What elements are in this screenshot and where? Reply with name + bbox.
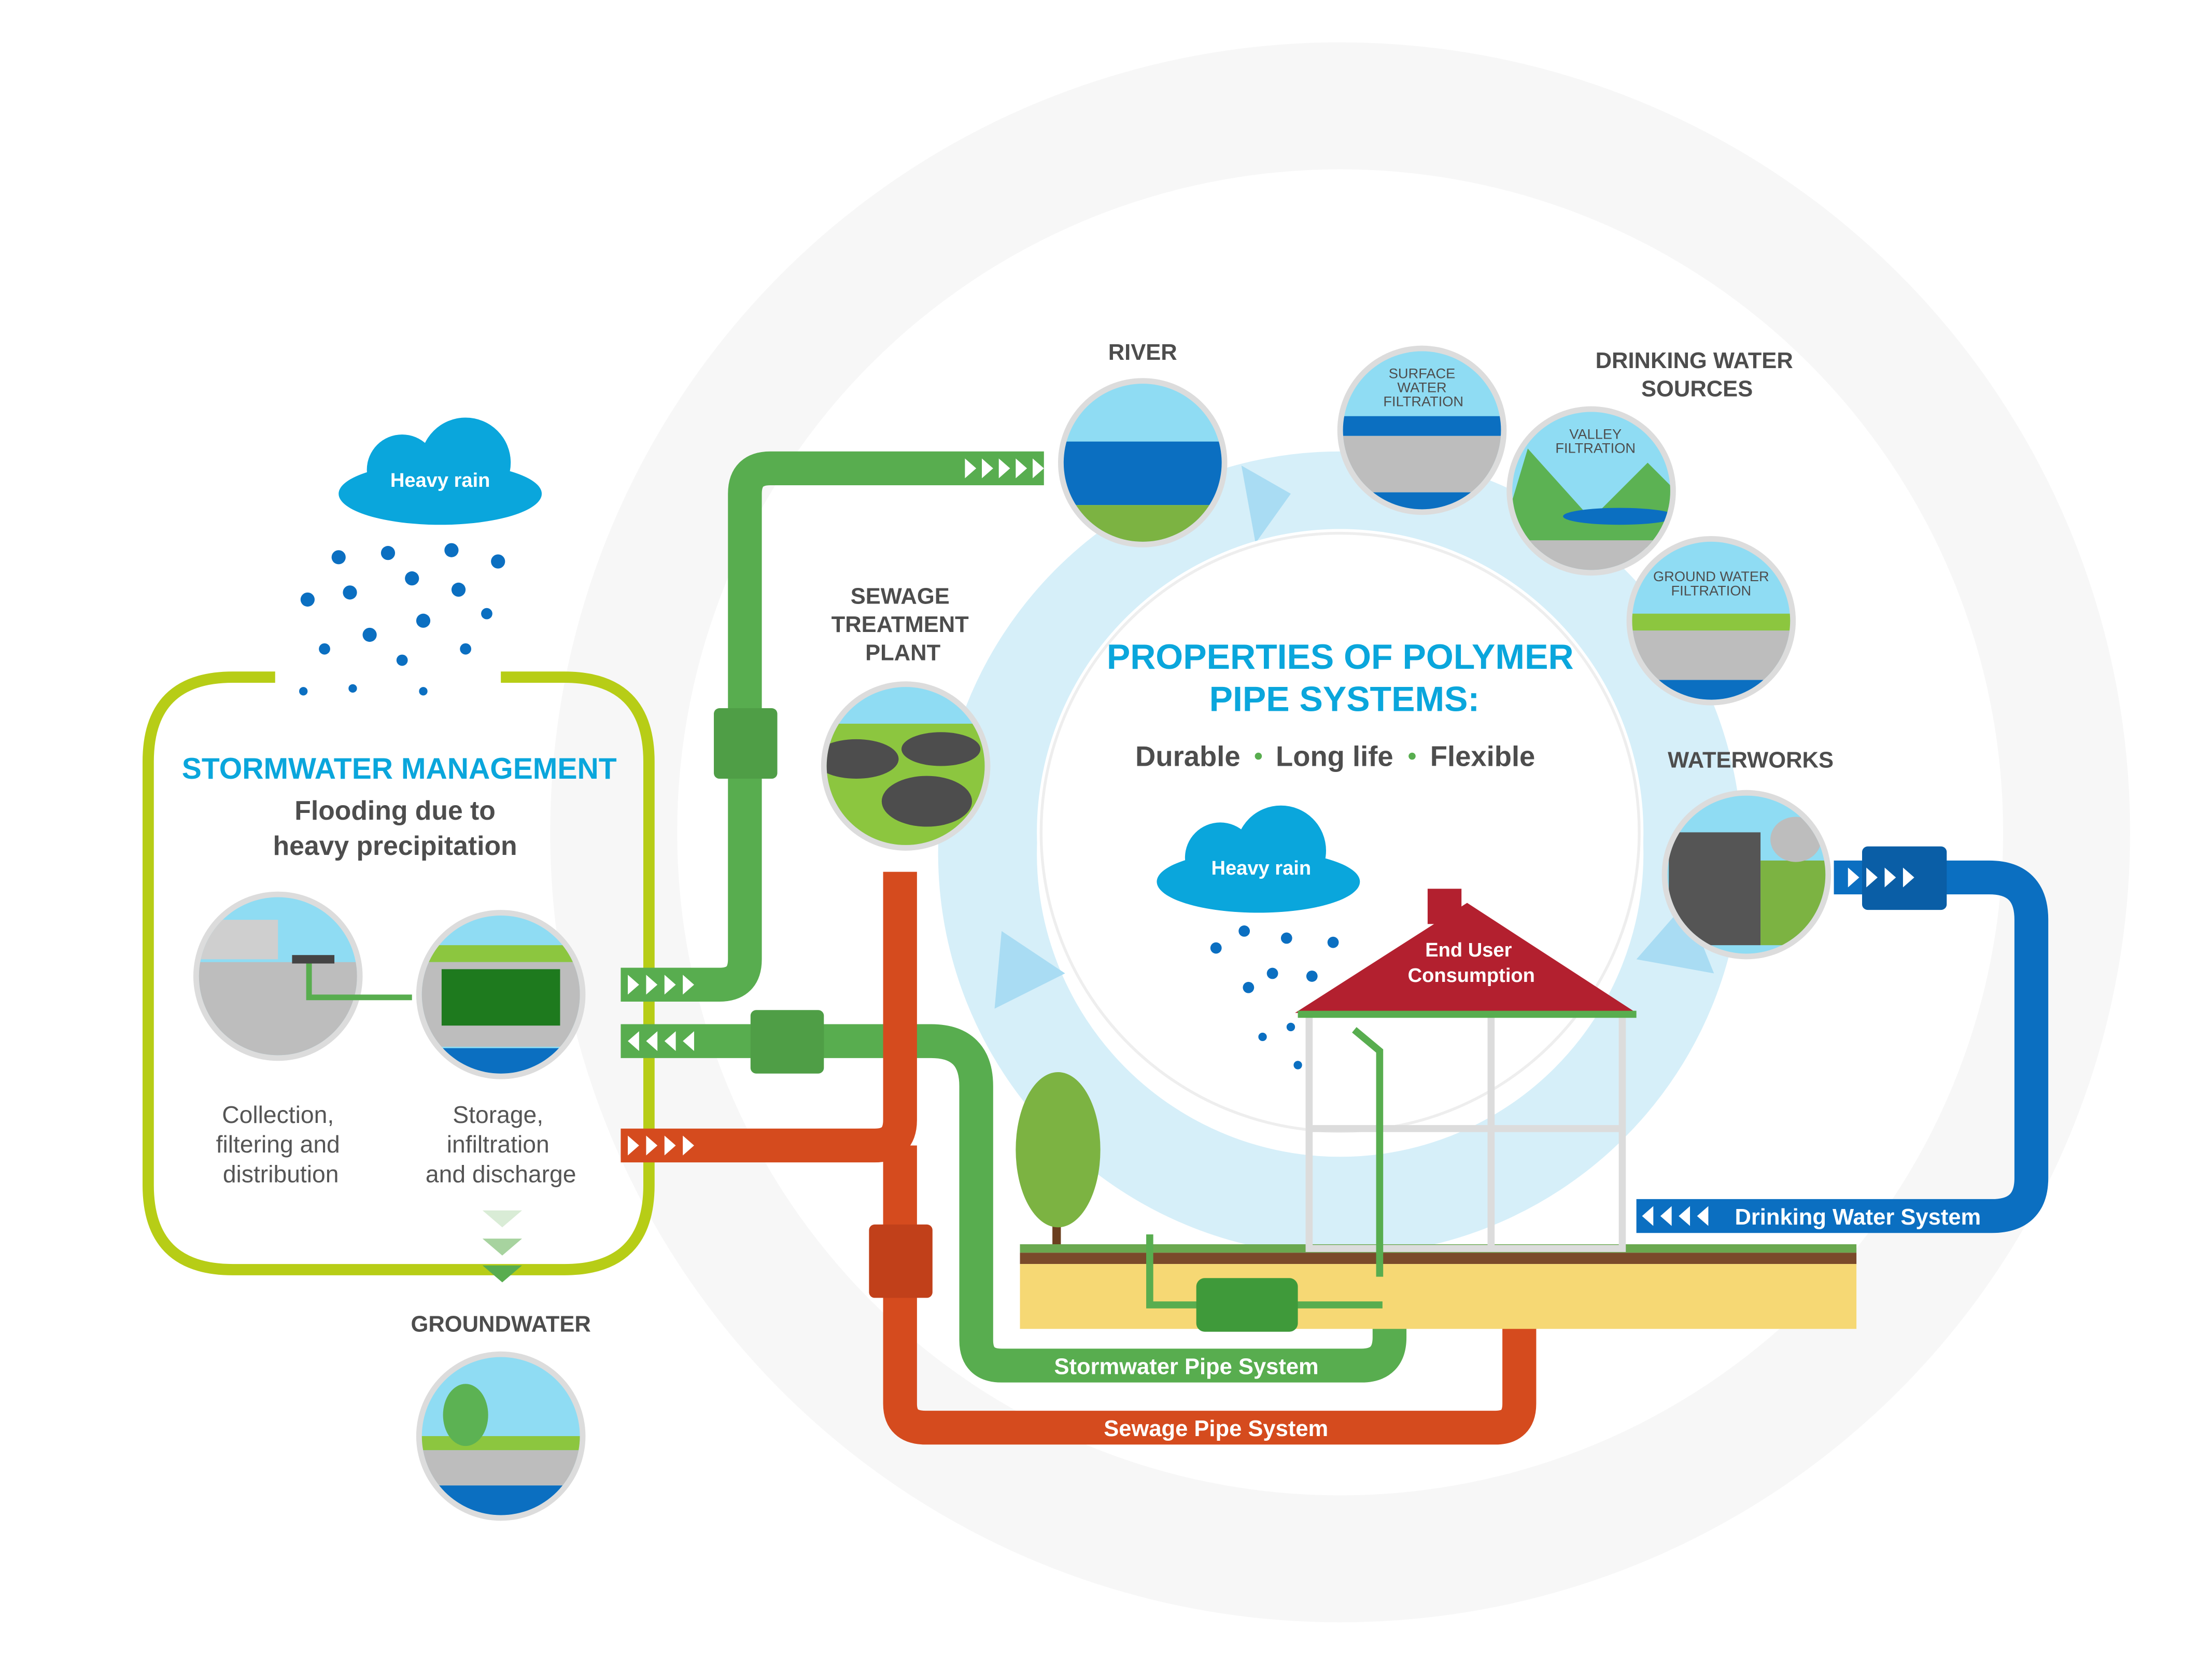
rain-drops-icon bbox=[1210, 925, 1339, 1070]
step2-line1: Storage, bbox=[453, 1101, 543, 1128]
rain-drops-icon bbox=[299, 543, 505, 696]
stormwater-subtitle-1: Flooding due to bbox=[294, 795, 496, 825]
storage-circle bbox=[416, 910, 586, 1079]
soil-strip bbox=[1020, 1253, 1857, 1264]
property-long-life: Long life bbox=[1276, 741, 1393, 772]
sewage-plant-label-1: SEWAGE bbox=[851, 584, 950, 609]
waterworks-circle bbox=[1661, 790, 1831, 960]
property-durable: Durable bbox=[1135, 741, 1241, 772]
ground-label-2: FILTRATION bbox=[1671, 582, 1752, 598]
collection-circle bbox=[193, 891, 412, 1061]
step1-line1: Collection, bbox=[222, 1101, 334, 1128]
drain-pipe bbox=[1146, 1234, 1383, 1309]
step2-line3: and discharge bbox=[426, 1160, 576, 1187]
pipe-coupling bbox=[750, 1010, 824, 1074]
step1-line2: filtering and bbox=[216, 1131, 340, 1158]
ring-arrow-icon bbox=[994, 931, 1065, 1009]
sewage-pipe bbox=[883, 1145, 1537, 1445]
step1-line3: distribution bbox=[223, 1160, 339, 1187]
surface-label-1: SURFACE bbox=[1389, 365, 1455, 381]
drinking-sources-label-1: DRINKING WATER bbox=[1596, 348, 1793, 373]
stormwater-pipe bbox=[621, 1024, 1407, 1383]
drinking-sources-label-2: SOURCES bbox=[1641, 377, 1753, 402]
title-line2: PIPE SYSTEMS: bbox=[1209, 679, 1480, 719]
stormwater-box bbox=[142, 671, 655, 1275]
property-flexible: Flexible bbox=[1430, 741, 1535, 772]
sewage-pipe-in bbox=[621, 871, 917, 1163]
ground-label-1: GROUND WATER bbox=[1653, 568, 1769, 584]
cloud-icon-left bbox=[339, 417, 542, 525]
pipe-coupling bbox=[869, 1224, 933, 1298]
title-line1: PROPERTIES OF POLYMER bbox=[1107, 637, 1574, 677]
end-user-line1: End User bbox=[1425, 939, 1512, 961]
step2-line2: infiltration bbox=[447, 1131, 550, 1158]
ring-arrow-icon bbox=[1241, 465, 1291, 543]
sewage-plant-label-2: TREATMENT bbox=[832, 612, 969, 637]
down-arrows-icon bbox=[482, 1210, 522, 1283]
valley-label-2: FILTRATION bbox=[1555, 440, 1636, 456]
stormwater-pipe-label: Stormwater Pipe System bbox=[1054, 1354, 1318, 1379]
stormwater-subtitle-2: heavy precipitation bbox=[273, 831, 517, 861]
surface-label-3: FILTRATION bbox=[1383, 393, 1463, 410]
flow-arrows-icon bbox=[628, 458, 1914, 1226]
waterworks-label: WATERWORKS bbox=[1668, 748, 1834, 772]
valley-label-1: VALLEY bbox=[1569, 426, 1622, 442]
sewage-plant-circle bbox=[821, 681, 991, 851]
end-user-line2: Consumption bbox=[1408, 965, 1535, 987]
sewage-pipe-label: Sewage Pipe System bbox=[1104, 1416, 1328, 1441]
bullet-dot bbox=[1255, 752, 1262, 760]
ground-filtration-circle bbox=[1626, 536, 1796, 706]
drinking-water-pipe bbox=[1636, 860, 2049, 1233]
river-circle bbox=[1058, 378, 1228, 547]
bullet-dot bbox=[1408, 752, 1416, 760]
storage-tank-icon bbox=[1196, 1278, 1298, 1332]
cloud-label-center: Heavy rain bbox=[1211, 857, 1312, 879]
drinking-pipe-label: Drinking Water System bbox=[1735, 1205, 1981, 1230]
tree-icon bbox=[1016, 1072, 1101, 1244]
valley-filtration-circle bbox=[1506, 406, 1676, 576]
river-label: RIVER bbox=[1108, 340, 1177, 365]
sewage-plant-label-3: PLANT bbox=[865, 640, 940, 665]
groundwater-circle bbox=[416, 1351, 586, 1521]
ring-arrow-icon bbox=[1636, 903, 1714, 974]
groundwater-label: GROUNDWATER bbox=[411, 1312, 591, 1337]
cloud-icon-center bbox=[1157, 805, 1360, 913]
stormwater-title: STORMWATER MANAGEMENT bbox=[182, 752, 617, 785]
pipe-coupling bbox=[714, 708, 778, 779]
sand-ground bbox=[1020, 1264, 1857, 1329]
house bbox=[1295, 889, 1637, 1277]
surface-label-2: WATER bbox=[1397, 379, 1446, 395]
cloud-label-left: Heavy rain bbox=[390, 470, 490, 491]
